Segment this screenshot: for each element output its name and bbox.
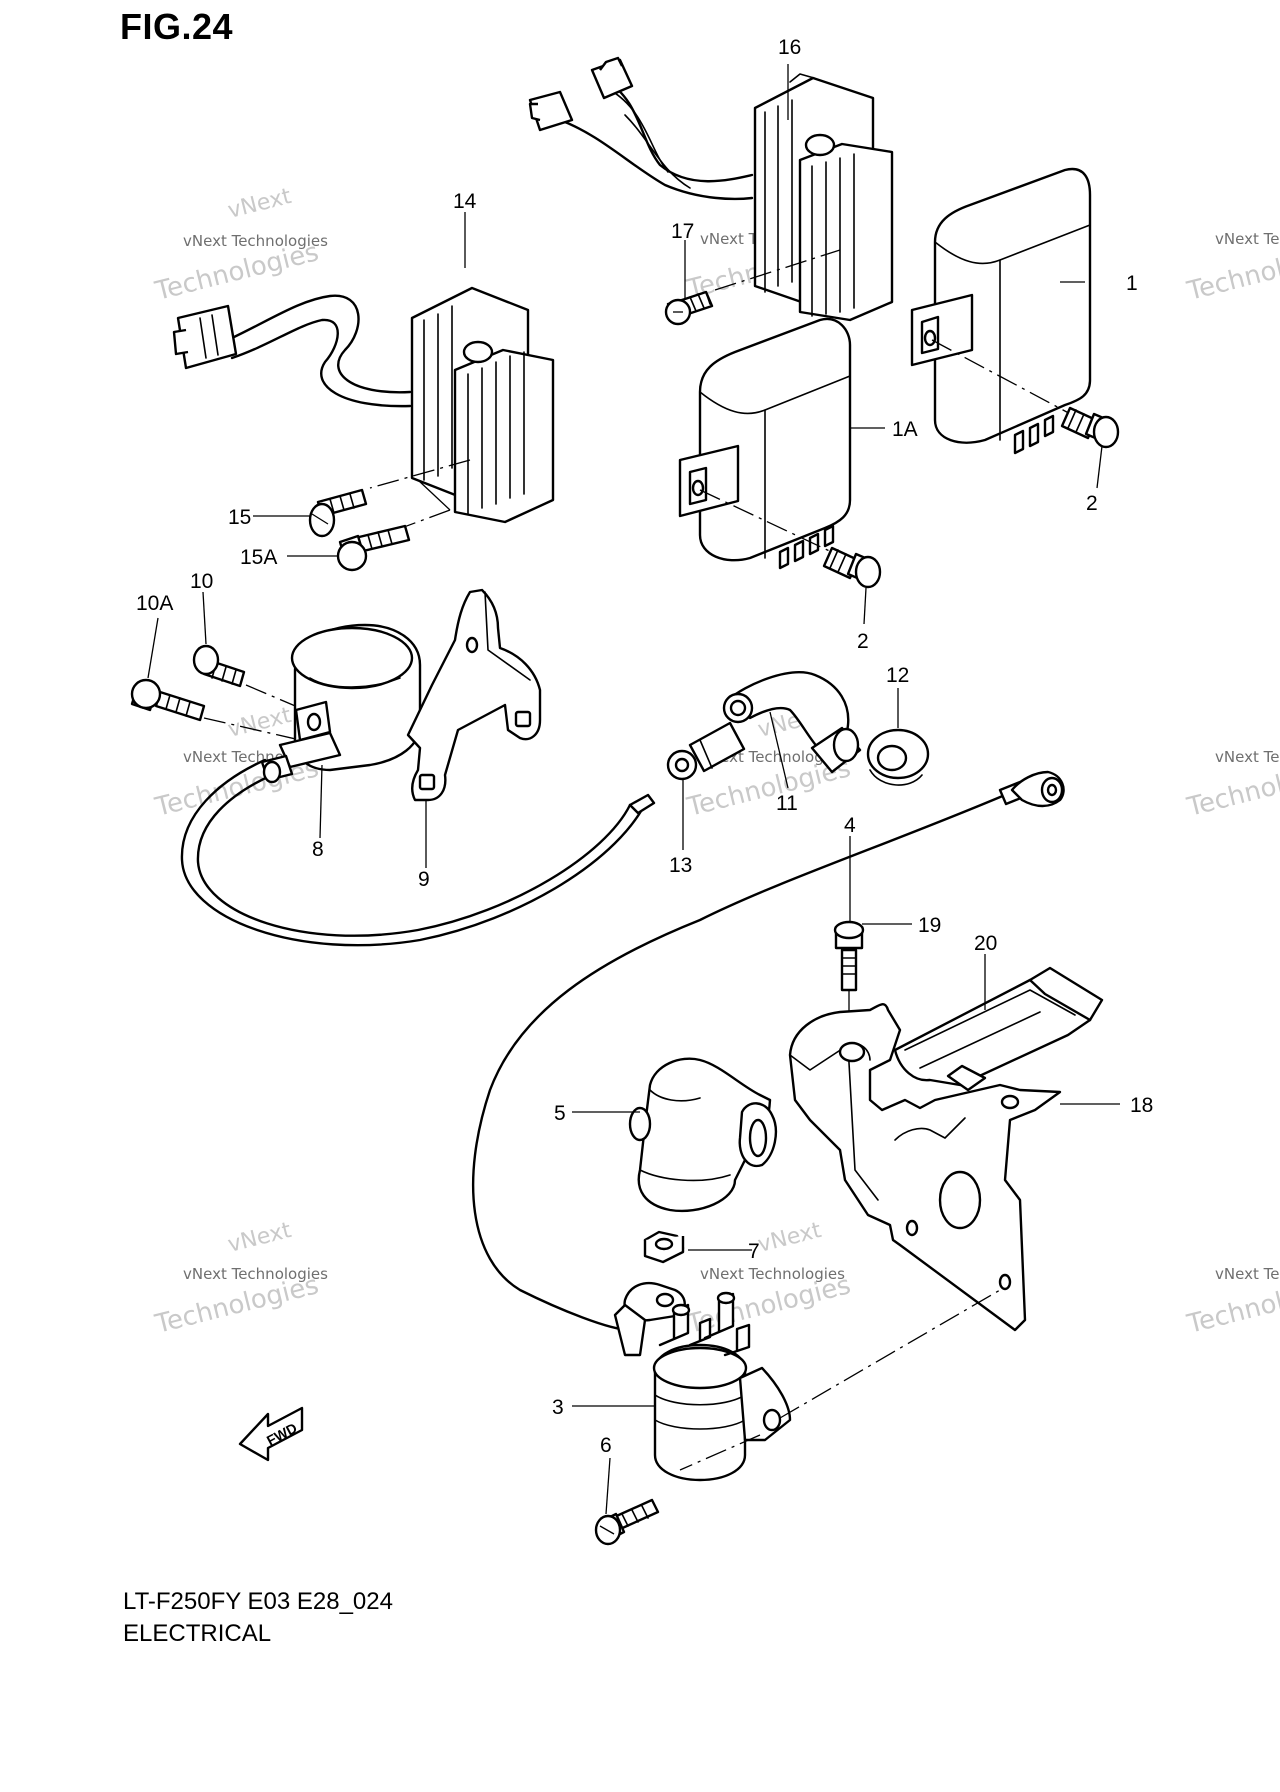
callout-18: 18 [1130, 1094, 1153, 1117]
svg-text:vNext Technologies: vNext Technologies [1215, 230, 1280, 248]
callout-10: 10 [190, 570, 213, 593]
svg-text:vNext Technologies: vNext Technologies [183, 1265, 328, 1283]
callout-2-lower: 2 [857, 630, 869, 653]
part-20-battery-strap [893, 966, 1104, 1092]
callout-12: 12 [886, 664, 909, 687]
part-7-nut [643, 1230, 685, 1264]
callout-5: 5 [554, 1102, 566, 1125]
callout-10a: 10A [136, 592, 173, 615]
callout-1a: 1A [892, 418, 918, 441]
part-19-bolt [833, 860, 865, 1060]
watermark-1: vNext vNext Technologies Technologies [151, 184, 328, 307]
watermark-5: vNext vNext Technologies Technologies [151, 1218, 328, 1340]
svg-text:vNext Technologies: vNext Technologies [1215, 1265, 1280, 1283]
battery-lead [471, 770, 1065, 1332]
part-15-screw [308, 488, 368, 538]
callout-4: 4 [844, 814, 856, 837]
watermark-right-edge: vNext Technologies Technologies vNext Te… [1183, 230, 1280, 1340]
part-9-bracket [406, 588, 542, 802]
svg-text:vNext: vNext [225, 184, 294, 224]
part-16-regulator [528, 56, 894, 322]
svg-text:vNext Technologies: vNext Technologies [700, 1265, 845, 1283]
part-15a-screw [336, 524, 411, 572]
part-2-bolt-lower [699, 489, 882, 589]
part-13-grommet [666, 721, 746, 781]
lead-ring-terminal [613, 1281, 686, 1357]
callout-13: 13 [669, 854, 692, 877]
svg-text:vNext Technologies: vNext Technologies [1215, 748, 1280, 766]
part-6-screw [594, 1498, 660, 1546]
part-17-screw [664, 249, 841, 326]
callout-15a: 15A [240, 546, 277, 569]
callout-7: 7 [748, 1240, 760, 1263]
callout-1: 1 [1126, 272, 1138, 295]
part-11-spark-plug-cap [722, 671, 862, 774]
callout-17: 17 [671, 220, 694, 243]
svg-text:vNext Technologies: vNext Technologies [183, 232, 328, 250]
svg-text:vNext: vNext [225, 1218, 294, 1258]
callout-11: 11 [776, 792, 798, 815]
svg-text:vNext: vNext [755, 1218, 824, 1258]
callout-6: 6 [600, 1434, 612, 1457]
callout-labels: 16 14 17 1 1A 2 2 15 15A 10 10A 8 9 12 1… [136, 36, 1153, 1457]
callout-20: 20 [974, 932, 997, 955]
part-12-seal [866, 728, 930, 786]
callout-15: 15 [228, 506, 251, 529]
part-5-relay-cover [628, 1057, 777, 1213]
section-name: ELECTRICAL [123, 1620, 272, 1647]
callout-19: 19 [918, 914, 941, 937]
callout-16: 16 [778, 36, 801, 59]
callout-9: 9 [418, 868, 430, 891]
part-18-bracket [788, 1003, 1062, 1332]
part-10-bolt [192, 644, 246, 688]
part-1-cdi-unit [910, 167, 1092, 455]
part-8-ignition-coil [180, 623, 656, 947]
part-10a-bolt [130, 678, 301, 741]
part-1a-cdi-unit [678, 317, 852, 570]
fwd-direction-badge: FWD [238, 1406, 304, 1462]
callout-8: 8 [312, 838, 324, 861]
model-code: LT-F250FY E03 E28_024 [123, 1588, 393, 1615]
figure-title: FIG.24 [120, 6, 234, 47]
callout-14: 14 [453, 190, 477, 213]
part-14-regulator [172, 286, 555, 535]
callout-3: 3 [552, 1396, 564, 1419]
part-2-bolt-upper [931, 339, 1120, 449]
leader-lines [147, 64, 1120, 1515]
part-3-starter-relay [652, 1289, 1001, 1482]
callout-2-upper: 2 [1086, 492, 1098, 515]
